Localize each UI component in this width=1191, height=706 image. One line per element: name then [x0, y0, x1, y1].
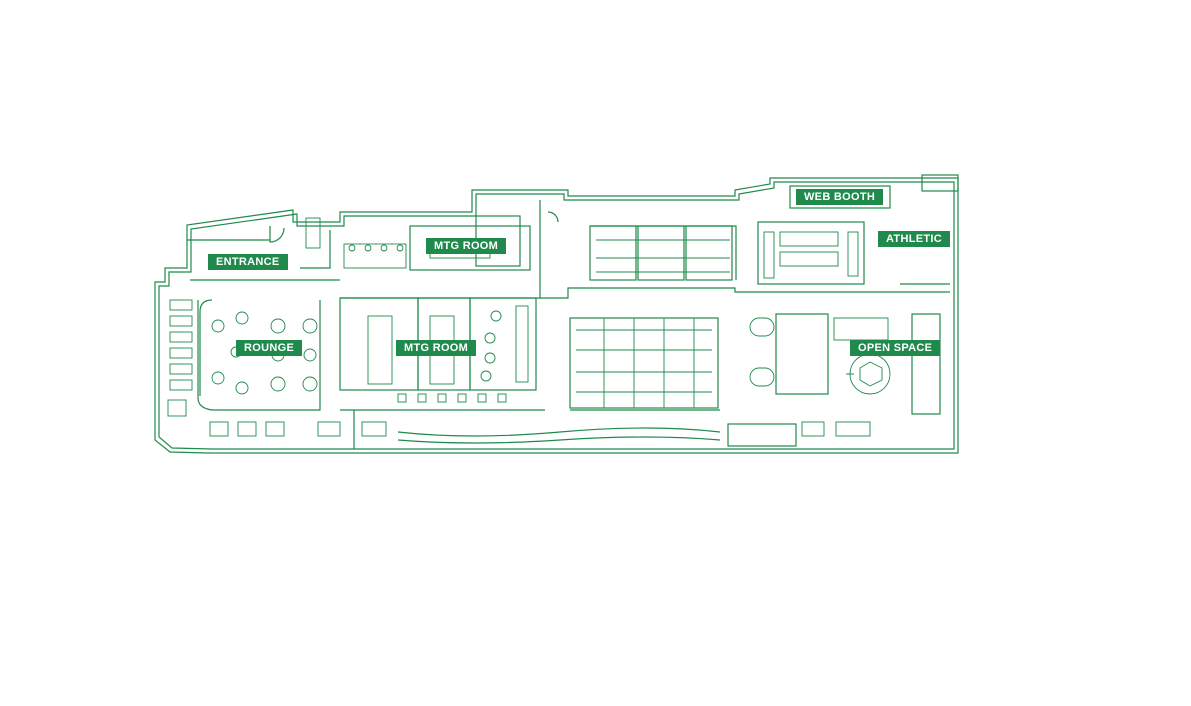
walls: [154, 174, 959, 454]
mtg-room-top-outline: [409, 225, 531, 271]
entrance-wall: [187, 230, 340, 281]
lounge-bench: [199, 299, 213, 396]
lounge-table: [270, 376, 286, 392]
lounge-table: [302, 318, 318, 334]
workstation-cluster-1: [569, 317, 719, 409]
mtg-room-top-label: MTG ROOM: [426, 238, 507, 254]
workstation-cluster-2: [775, 313, 829, 395]
athletic-room: [757, 221, 865, 285]
mtg-room-mid-label: MTG ROOM: [396, 340, 477, 356]
pantry-stair: [539, 200, 559, 298]
lower-corridor: [340, 409, 720, 449]
furniture: [167, 217, 891, 437]
outer-wall-inner: [158, 181, 955, 450]
lounge-table: [303, 348, 317, 362]
web-booth: [789, 185, 891, 209]
rounge-label: ROUNGE: [236, 340, 303, 356]
entrance-door: [269, 226, 285, 243]
meeting-table: [367, 315, 393, 385]
outer-wall: [154, 177, 959, 454]
corridor-wall: [340, 287, 950, 299]
web-booth-label: WEB BOOTH: [796, 189, 884, 205]
entrance-label: ENTRANCE: [208, 254, 288, 270]
lounge-table: [302, 376, 318, 392]
reception-counter: [727, 423, 797, 447]
window-strip: [397, 427, 721, 444]
open-desk: [911, 313, 941, 415]
lounge-table: [270, 318, 286, 334]
open-space-label: OPEN SPACE: [850, 340, 941, 356]
mtg-room-mid-3: [469, 297, 537, 391]
lounge-wall: [197, 300, 321, 411]
corner-unit: [921, 174, 959, 192]
athletic-label: ATHLETIC: [878, 231, 950, 247]
